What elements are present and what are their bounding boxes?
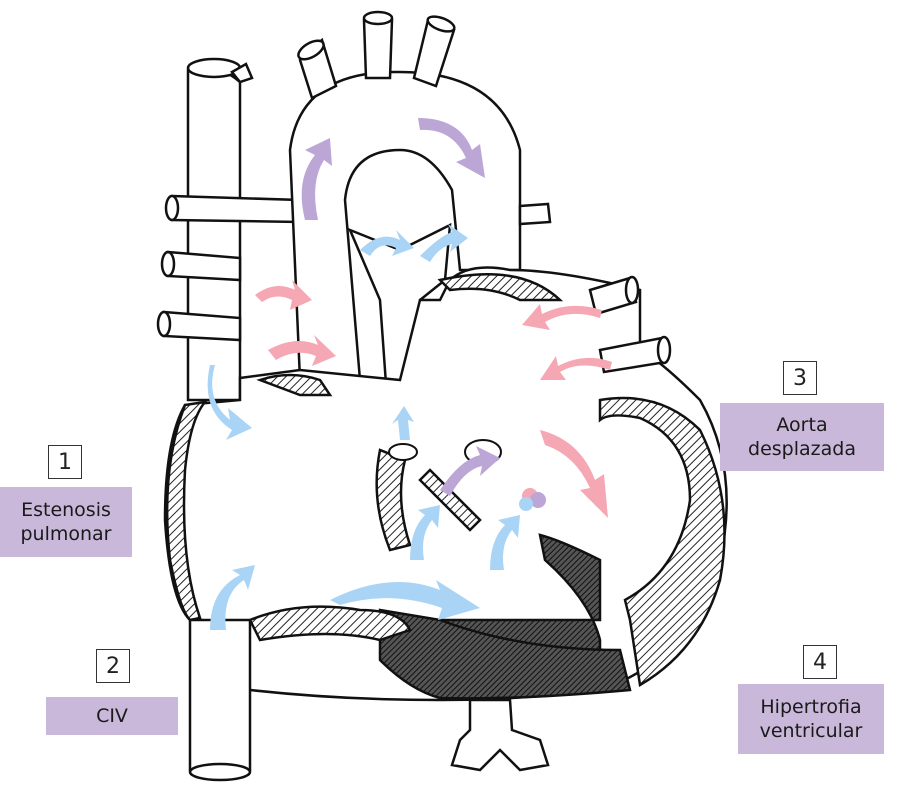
- annotation-label-estenosis-pulmonar: Estenosis pulmonar: [0, 487, 132, 557]
- superior-vena-cava: [186, 57, 254, 402]
- vsd-marker: [519, 488, 546, 511]
- blue-flow-arrows: [207, 224, 520, 630]
- purple-flow-arrows: [301, 118, 500, 496]
- pulmonary-veins-left: [156, 194, 302, 342]
- inferior-vena-cava: [188, 618, 252, 782]
- annotation-label-aorta-desplazada: Aorta desplazada: [720, 403, 884, 471]
- annotation-number-3: 3: [783, 361, 817, 395]
- annotation-number-4: 4: [803, 645, 837, 679]
- annotation-number-2: 2: [96, 649, 130, 683]
- pulmonary-veins-right: [588, 275, 672, 374]
- descending-aorta: [450, 698, 550, 772]
- pink-flow-arrows: [255, 280, 612, 518]
- annotation-number-1: 1: [48, 445, 82, 479]
- annotation-label-civ: CIV: [46, 697, 178, 735]
- annotation-label-hipertrofia-ventricular: Hipertrofia ventricular: [738, 684, 884, 754]
